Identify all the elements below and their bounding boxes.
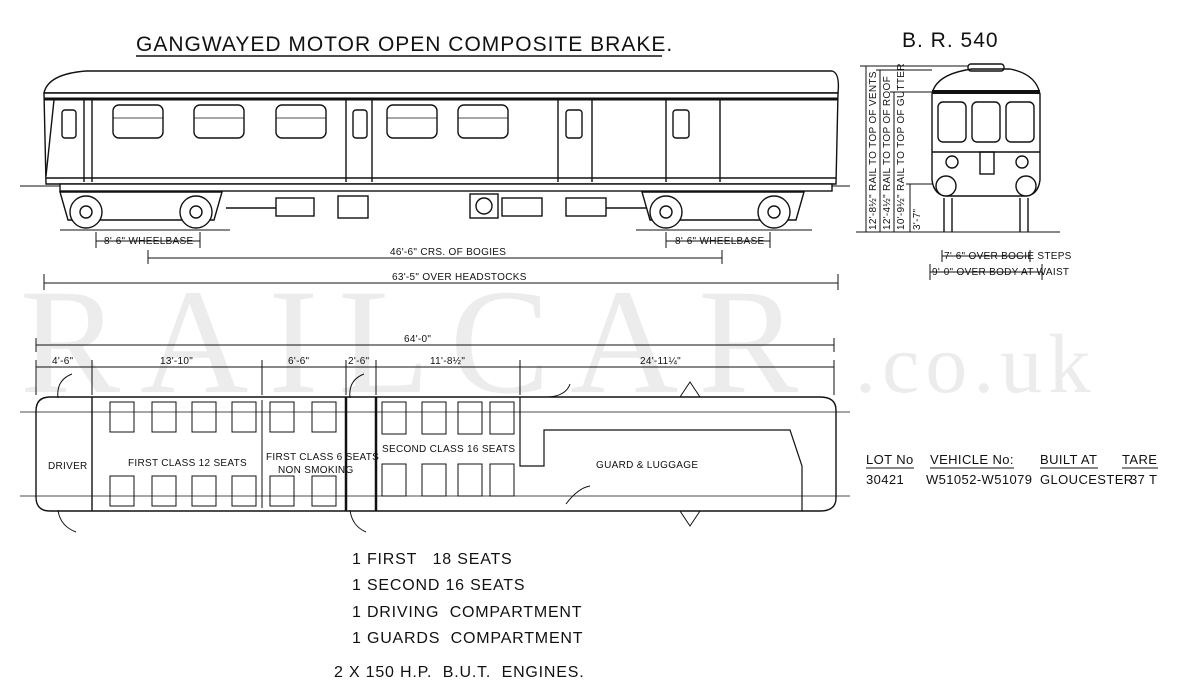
wheelbase-right-label: 8'-6" WHEELBASE [675,236,764,247]
plan-overall-length: 64'-0" [404,334,431,345]
bogie-right [636,191,812,231]
table-header-tare: TARE [1122,452,1157,467]
cab-window-centre [971,101,1001,143]
bogie-left [59,191,230,231]
table-cell-vehicle: W51052-W51079 [926,472,1032,487]
plan-dimensions [35,338,835,395]
cab-window-right [1005,101,1035,143]
engine-left [275,197,315,217]
summary-line: 2 X 150 H.P. B.U.T. ENGINES. [334,664,584,681]
plan-label-first-ns-1: FIRST CLASS 6 SEATS [266,452,379,463]
table-header-lot: LOT No [866,452,914,467]
window [112,104,164,139]
plan-label-first: FIRST CLASS 12 SEATS [128,458,247,469]
summary-line: 1 DRIVING COMPARTMENT [352,604,582,621]
plan-label-guard: GUARD & LUGGAGE [596,460,698,471]
window [275,104,327,139]
plan-dim-guard: 24'-11¼" [640,355,681,367]
vehicle-table: LOT No VEHICLE No: BUILT AT TARE 30421 W… [866,452,1158,487]
width-steps-label: 7'-6" OVER BOGIE STEPS [944,251,1072,262]
window [193,104,245,139]
summary-list: 1 FIRST 18 SEATS 1 SECOND 16 SEATS 1 DRI… [334,551,584,681]
diagram-code: B. R. 540 [902,29,999,52]
plan-dim-first: 13'-10" [160,356,193,367]
wheelbase-left-label: 8'-6" WHEELBASE [104,236,193,247]
drawing-title: GANGWAYED MOTOR OPEN COMPOSITE BRAKE. [136,33,673,56]
plan-dim-vestibule: 2'-6" [348,356,370,367]
plan-label-second: SECOND CLASS 16 SEATS [382,444,515,455]
height-vents-label: 12'-8½" RAIL TO TOP OF VENTS [868,71,879,230]
table-cell-built: GLOUCESTER [1040,472,1134,487]
plan-dim-second: 11'-8½" [430,356,465,367]
carbody-roof [43,70,840,94]
table-header-built: BUILT AT [1040,452,1097,467]
bogie-centres-label: 46'-6" CRS. OF BOGIES [390,247,506,258]
over-headstocks-label: 63'-5" OVER HEADSTOCKS [392,272,527,283]
table-cell-tare: 37 T [1130,472,1157,487]
side-dimensions [43,232,839,290]
plan-label-first-ns-2: NON SMOKING [278,465,354,476]
cab-window-left [937,101,967,143]
plan-outline [35,396,837,512]
height-roof-label: 12'-4½" RAIL TO TOP OF ROOF [882,76,893,230]
summary-line: 1 FIRST 18 SEATS [352,551,513,568]
summary-line: 1 GUARDS COMPARTMENT [352,630,583,647]
seats-first-class [109,401,337,507]
engine-right [501,197,543,217]
width-body-label: 9'-0" OVER BODY AT WAIST [932,267,1069,278]
side-elevation [20,70,850,231]
floor-plan [20,373,850,533]
table-cell-lot: 30421 [866,472,904,487]
watermark-suffix: .co.uk [855,318,1096,411]
height-floor-label: 3'-7" [912,208,923,230]
headlamp-left [945,155,959,169]
end-dimensions [856,65,1060,280]
end-elevation [931,63,1041,232]
height-gutter-label: 10'-9½" RAIL TO TOP OF GUTTER [896,63,907,230]
plan-dim-first-ns: 6'-6" [288,356,310,367]
plan-dim-driver: 4'-6" [52,356,74,367]
table-header-vehicle: VEHICLE No: [930,452,1014,467]
seats-second-class [381,401,515,497]
headlamp-right [1015,155,1029,169]
carbody-side [43,92,839,185]
plan-label-driver: DRIVER [48,461,88,472]
summary-line: 1 SECOND 16 SEATS [352,577,525,594]
window [457,104,509,139]
window [386,104,438,139]
